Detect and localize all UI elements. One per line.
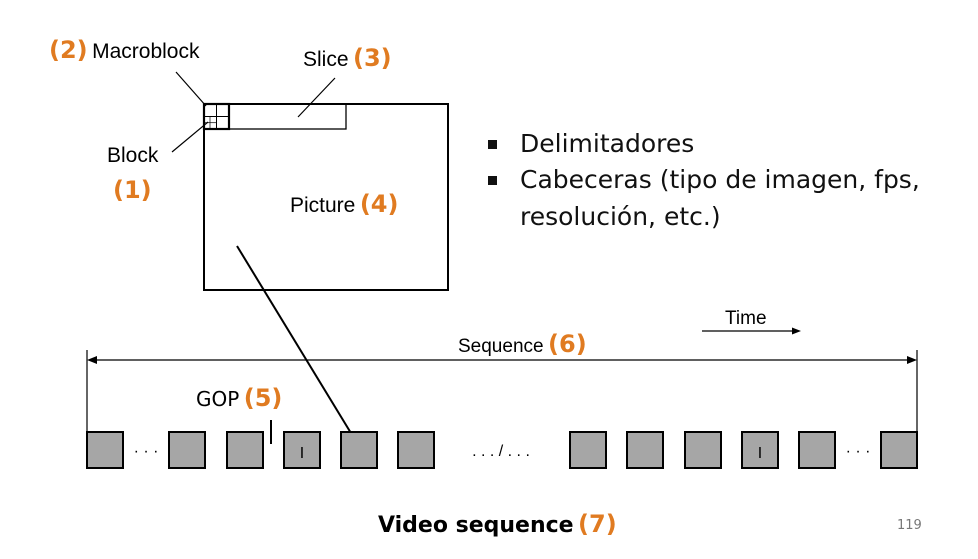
i-frame-label: I	[758, 445, 762, 462]
frame	[226, 431, 264, 469]
bullet-list: Delimitadores Cabeceras (tipo de imagen,…	[480, 126, 950, 235]
frame	[86, 431, 124, 469]
bullet-item: Delimitadores	[480, 126, 950, 162]
macroblock-label: (2) Macroblock	[49, 36, 199, 64]
i-frame	[741, 431, 779, 469]
macroblock-leader	[175, 71, 207, 107]
picture-text: Picture	[290, 194, 356, 217]
slice-leader	[297, 77, 336, 118]
bullet-square-icon	[488, 176, 497, 186]
slice-number: (3)	[352, 44, 392, 72]
time-label: Time	[725, 308, 767, 329]
i-frame-label: I	[300, 445, 304, 462]
sequence-number: (6)	[548, 330, 587, 358]
page-number: 119	[897, 518, 922, 533]
bullet-square-icon	[488, 140, 497, 149]
frame	[880, 431, 918, 469]
bullet-item: Cabeceras (tipo de imagen, fps, resoluci…	[480, 162, 950, 235]
i-frame	[283, 431, 321, 469]
gop-number: (5)	[243, 384, 283, 412]
footer-title: Video sequence (7)	[378, 510, 617, 538]
frame	[569, 431, 607, 469]
frame	[397, 431, 435, 469]
block-number: (1)	[113, 176, 152, 204]
bullet-text: Cabeceras (tipo de imagen, fps, resoluci…	[520, 165, 920, 231]
picture-to-frame-line	[236, 245, 358, 444]
macroblock-text: Macroblock	[92, 40, 200, 63]
frame	[626, 431, 664, 469]
time-arrow-head	[792, 327, 801, 335]
frame	[340, 431, 378, 469]
macroblock-number: (2)	[49, 36, 88, 64]
sequence-text: Sequence	[458, 336, 544, 357]
gop-label: GOP (5)	[196, 384, 282, 412]
frame-row	[86, 431, 918, 469]
footer-title-text: Video sequence	[378, 513, 574, 538]
footer-title-number: (7)	[578, 510, 617, 538]
ellipsis-left: · · ·	[134, 443, 159, 460]
ellipsis-right: · · ·	[846, 443, 871, 460]
frame	[684, 431, 722, 469]
block-text: Block	[107, 144, 159, 167]
gop-text: GOP	[196, 387, 240, 411]
frame	[798, 431, 836, 469]
bullet-text: Delimitadores	[520, 129, 695, 158]
picture-label: Picture (4)	[290, 190, 398, 218]
frame	[168, 431, 206, 469]
sequence-arrow-right-head	[907, 356, 917, 364]
slice-label: Slice (3)	[303, 44, 392, 72]
sequence-label: Sequence (6)	[458, 330, 587, 358]
ellipsis-middle: . . . / . . .	[472, 443, 530, 460]
block-leader	[171, 121, 209, 153]
slice-text: Slice	[303, 48, 349, 71]
sequence-arrow-left-head	[87, 356, 97, 364]
picture-number: (4)	[359, 190, 399, 218]
